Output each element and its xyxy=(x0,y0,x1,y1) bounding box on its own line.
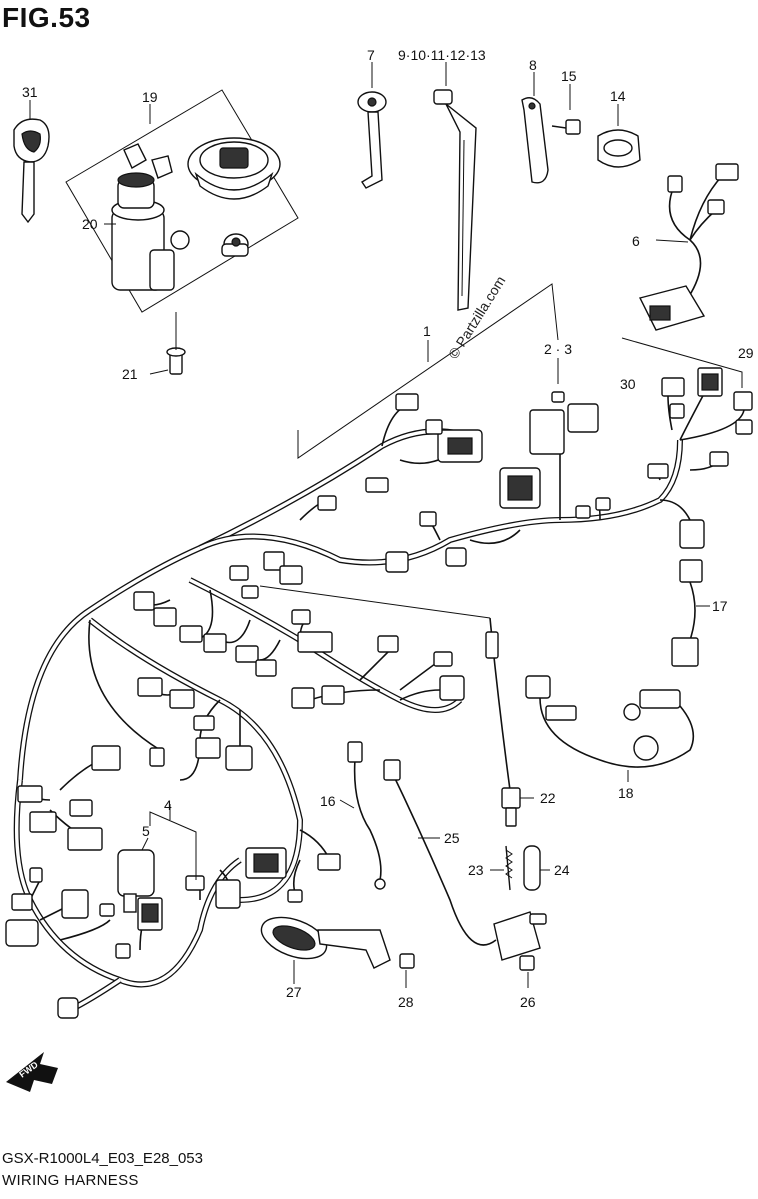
callout-6: 6 xyxy=(632,233,640,249)
relay-5[interactable] xyxy=(117,837,155,913)
callout-19: 19 xyxy=(142,89,158,105)
callout-31: 31 xyxy=(22,84,38,100)
figure-code: GSX-R1000L4_E03_E28_053 xyxy=(2,1150,203,1167)
callout-1: 1 xyxy=(423,323,431,339)
callout-8: 8 xyxy=(529,57,537,73)
cover-27[interactable] xyxy=(256,909,391,984)
ground-wire-16[interactable] xyxy=(339,741,386,890)
bolt-15[interactable] xyxy=(551,84,581,135)
ignition-switch-set-box xyxy=(65,89,299,313)
key-31[interactable] xyxy=(13,100,50,224)
callout-27: 27 xyxy=(286,984,302,1000)
callout-21: 21 xyxy=(122,366,138,382)
forward-arrow-icon: FWD xyxy=(6,1052,58,1092)
callout-14: 14 xyxy=(610,88,626,104)
callout-17: 17 xyxy=(712,598,728,614)
cable-tie-9-13[interactable] xyxy=(433,62,477,311)
callout-7: 7 xyxy=(367,47,375,63)
bolt-28[interactable] xyxy=(399,953,415,988)
main-wiring-harness-1[interactable] xyxy=(5,367,753,1019)
callout-9-to-13: 9·10·11·12·13 xyxy=(398,47,486,63)
callout-15: 15 xyxy=(561,68,577,84)
callout-25: 25 xyxy=(444,830,460,846)
sensor-22[interactable] xyxy=(259,585,534,827)
callout-2-3: 2 · 3 xyxy=(544,341,572,357)
switch-26[interactable] xyxy=(493,911,547,988)
screw-21[interactable] xyxy=(149,312,186,375)
sub-harness-6[interactable] xyxy=(638,163,739,331)
sub-harness-18[interactable] xyxy=(525,675,695,782)
callout-22: 22 xyxy=(540,790,556,806)
callout-16: 16 xyxy=(320,793,336,809)
callout-4: 4 xyxy=(164,797,172,813)
callout-20: 20 xyxy=(82,216,98,232)
callout-28: 28 xyxy=(398,994,414,1010)
watermark: © Partzilla.com xyxy=(445,273,509,361)
sub-harness-17[interactable] xyxy=(671,559,710,667)
callout-26: 26 xyxy=(520,994,536,1010)
callout-5: 5 xyxy=(142,823,150,839)
cap-24[interactable] xyxy=(523,845,550,891)
wire-25[interactable] xyxy=(383,759,497,946)
figure-name: WIRING HARNESS xyxy=(2,1172,139,1189)
callout-18: 18 xyxy=(618,785,634,801)
callout-29: 29 xyxy=(738,345,754,361)
callout-30: 30 xyxy=(620,376,636,392)
ignition-switch-20[interactable] xyxy=(104,143,190,291)
bracket-7[interactable] xyxy=(357,62,387,189)
spring-23[interactable] xyxy=(490,845,513,891)
figure-title: FIG.53 xyxy=(2,2,91,33)
callout-24: 24 xyxy=(554,862,570,878)
connector-group-4[interactable] xyxy=(149,804,197,880)
clamp-8[interactable] xyxy=(521,72,549,184)
callout-23: 23 xyxy=(468,862,484,878)
clip-14[interactable] xyxy=(597,104,641,168)
fuel-tank-cap[interactable] xyxy=(187,137,281,200)
reference-lines xyxy=(297,283,743,459)
seat-lock-cylinder[interactable] xyxy=(221,233,249,257)
